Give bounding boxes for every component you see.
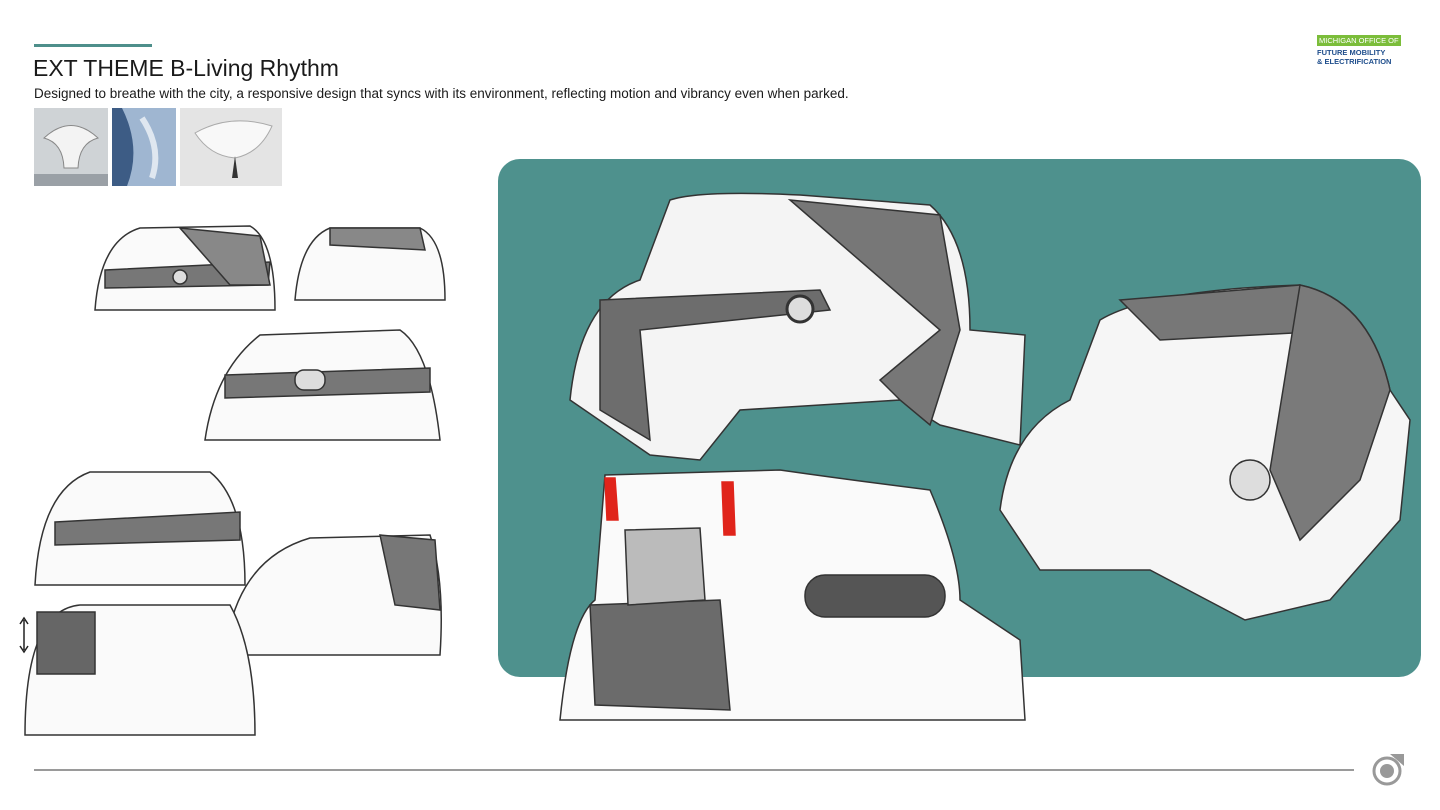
sketch-small-1: [94, 225, 276, 311]
footer-divider: [34, 769, 1354, 771]
logo-line-2: FUTURE MOBILITY: [1317, 48, 1386, 57]
hero-sketch-front: [999, 284, 1411, 621]
michigan-mobility-logo: MICHIGAN OFFICE OF FUTURE MOBILITY & ELE…: [1317, 30, 1409, 66]
page-title: EXT THEME B-Living Rhythm: [33, 55, 339, 81]
sketch-small-2: [294, 227, 446, 301]
sketch-small-5: [224, 534, 442, 656]
inspiration-image-1: [34, 108, 108, 186]
logo-line-1: MICHIGAN OFFICE OF: [1317, 35, 1401, 46]
inspiration-image-2: [112, 108, 176, 186]
sketch-small-6: [19, 604, 256, 736]
title-accent-line: [34, 44, 152, 47]
hero-sketch-side: [569, 192, 1026, 461]
sketch-small-4: [34, 471, 246, 586]
inspiration-images: [34, 108, 282, 186]
logo-line-3: & ELECTRIFICATION: [1317, 57, 1392, 66]
sketch-small-3: [204, 329, 441, 441]
hero-sketch-rear: [559, 469, 1026, 721]
circle-logo-icon: [1372, 754, 1404, 786]
inspiration-image-3: [180, 108, 282, 186]
page-subtitle: Designed to breathe with the city, a res…: [34, 86, 849, 101]
